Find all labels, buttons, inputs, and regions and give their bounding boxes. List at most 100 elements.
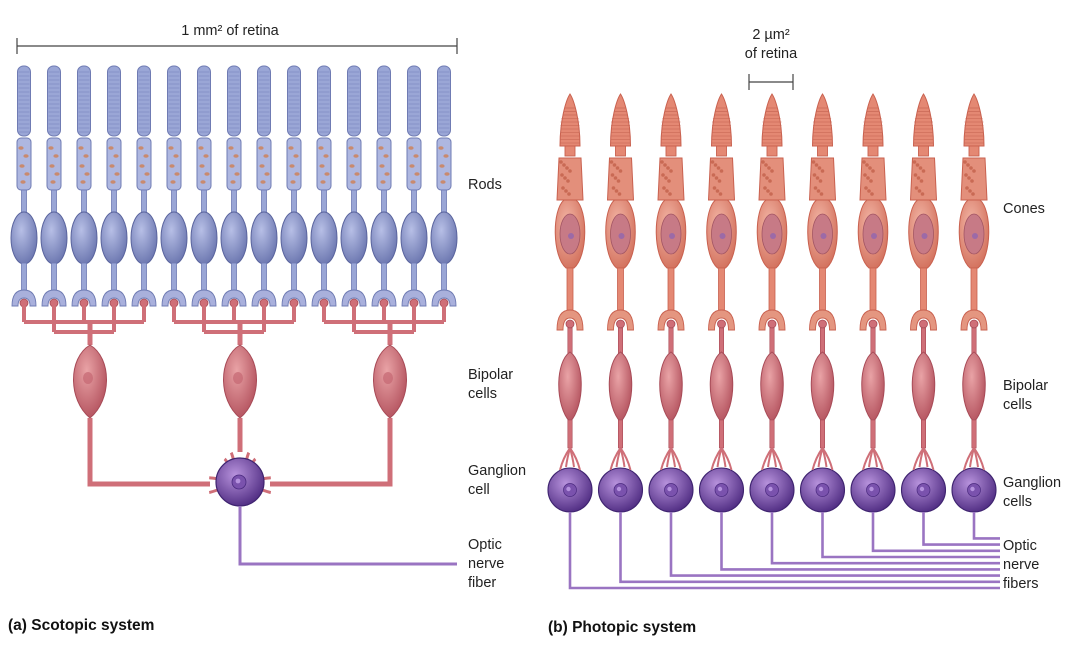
rod-terminal (101, 289, 127, 307)
rod-terminal (11, 289, 37, 307)
photopic-optic-fiber (669, 512, 1000, 577)
rod-terminal (371, 289, 397, 307)
rod-cell (40, 65, 68, 308)
photopic-bipolar-label: Bipolar cells (1003, 378, 1049, 413)
cones-label: Cones (1003, 201, 1045, 217)
rod-nucleus (100, 211, 128, 265)
photopic-bipolar-cell (760, 351, 784, 423)
rod-outer-segment (77, 65, 91, 137)
rod-nucleus (400, 211, 428, 265)
rod-outer-segment (407, 65, 421, 137)
scotopic-caption: (a) Scotopic system (8, 617, 155, 634)
rods-label: Rods (468, 177, 502, 193)
rod-nucleus (190, 211, 218, 265)
cone-pedicle (607, 309, 634, 331)
photopic-bipolar-cell (911, 351, 936, 423)
rod-outer-segment (107, 65, 121, 137)
scotopic-ganglion-label: Ganglion cell (468, 463, 527, 498)
cone-outer-segment (660, 93, 682, 147)
cone-outer-segment (609, 93, 632, 147)
scotopic-bipolar-label: Bipolar cells (468, 367, 514, 402)
rod-outer-segment (227, 65, 241, 137)
photopic-bipolar-cell (709, 351, 734, 423)
rod-terminal (281, 289, 307, 307)
cone-outer-segment (811, 93, 834, 147)
rod-outer-segment (167, 65, 181, 137)
rod-cell (430, 65, 458, 308)
cone-outer-segment (963, 93, 985, 147)
rod-terminal (71, 289, 97, 307)
cone-pedicle (556, 309, 584, 331)
rod-terminal (341, 289, 367, 307)
photopic-bipolar-cell (659, 351, 683, 423)
rod-cell (310, 65, 338, 308)
cone-cell (547, 93, 1000, 590)
cone-outer-segment (710, 93, 733, 147)
photopic-optic-fiber (720, 512, 1000, 571)
rod-outer-segment (287, 65, 301, 137)
photopic-optic-fiber (972, 512, 1000, 540)
rod-cell (280, 65, 308, 308)
rod-cell (400, 65, 428, 308)
rod-terminal (131, 289, 157, 307)
rod-terminal (221, 289, 247, 307)
photopic-optic-fiber (871, 512, 1000, 553)
photopic-ganglion-label: Ganglion cells (1003, 475, 1062, 510)
rod-cell (220, 65, 248, 308)
photopic-bipolar-cell (608, 351, 633, 423)
cone-pedicle (960, 309, 988, 331)
cone-pedicle (657, 309, 685, 331)
photopic-scale-label-bottom: of retina (744, 46, 798, 62)
rod-nucleus (370, 211, 398, 265)
cone-cell (698, 93, 1000, 571)
photopic-optic-label: Optic nerve fibers (1003, 538, 1040, 592)
photopic-bipolar-cell (558, 351, 582, 423)
photopic-scale-label-top: 2 µm² (752, 27, 790, 43)
photopic-optic-fiber (922, 512, 1000, 546)
scotopic-bipolar-axon-right (270, 418, 393, 487)
rod-nucleus (10, 211, 38, 265)
cone-cell (749, 93, 1000, 565)
cone-cell (648, 93, 1000, 577)
photopic-bipolar-cell (962, 351, 986, 423)
scotopic-bipolar-axon-left (87, 418, 210, 487)
photopic-optic-fiber (821, 512, 1000, 559)
rod-nucleus (220, 211, 248, 265)
rod-outer-segment (317, 65, 331, 137)
cone-cell (799, 93, 1000, 559)
cone-outer-segment (761, 93, 783, 147)
cone-pedicle (708, 309, 735, 331)
rod-cell (70, 65, 98, 308)
rod-cell (340, 65, 368, 308)
rod-terminal (161, 289, 187, 307)
rod-nucleus (70, 211, 98, 265)
rod-nucleus (430, 211, 458, 265)
rod-nucleus (250, 211, 278, 265)
rod-terminal (41, 289, 67, 307)
cone-pedicle (758, 309, 786, 331)
rod-nucleus (130, 211, 158, 265)
rod-nucleus (340, 211, 368, 265)
rod-terminal (311, 289, 337, 307)
photopic-optic-fiber (770, 512, 1000, 565)
cone-pedicle (910, 309, 937, 331)
rod-outer-segment (347, 65, 361, 137)
rod-cell (250, 65, 278, 308)
rod-cell (10, 65, 38, 308)
rod-outer-segment (377, 65, 391, 137)
rod-cell (100, 65, 128, 308)
scotopic-scale-label: 1 mm² of retina (181, 23, 279, 39)
rod-terminal (401, 289, 427, 307)
rod-outer-segment (437, 65, 451, 137)
cone-pedicle (809, 309, 836, 331)
rod-outer-segment (137, 65, 151, 137)
scotopic-bipolar-tree (322, 306, 446, 419)
rod-outer-segment (257, 65, 271, 137)
photopic-optic-fiber (619, 512, 1000, 584)
cone-outer-segment (912, 93, 935, 147)
rod-nucleus (40, 211, 68, 265)
photopic-caption: (b) Photopic system (548, 619, 697, 636)
cone-cell (900, 93, 1000, 546)
